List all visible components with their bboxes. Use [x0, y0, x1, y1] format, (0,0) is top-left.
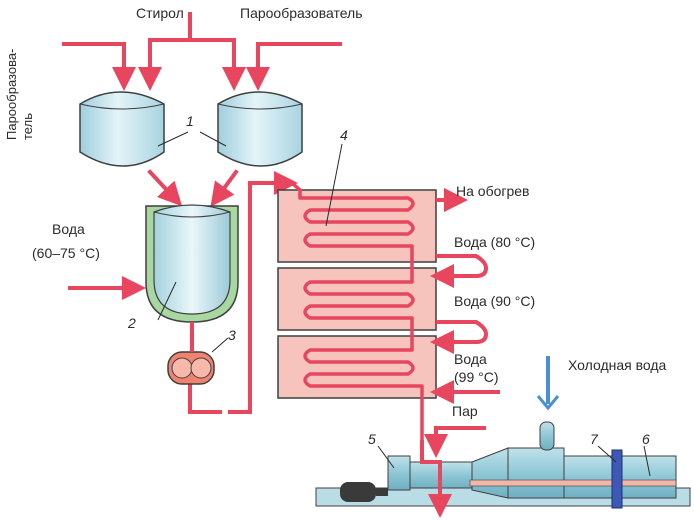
blowing-agent-side-line1: Парообразова- [4, 48, 19, 140]
leader-5-6-7 [377, 445, 651, 477]
reactor [145, 204, 239, 323]
number-1: 1 [186, 113, 194, 129]
number-6: 6 [642, 431, 650, 447]
number-5: 5 [368, 431, 376, 447]
water-in-label: Вода [52, 221, 85, 237]
water-90-label: Вода (90 °C) [454, 293, 536, 309]
storage-tank-right [217, 91, 303, 167]
number-2: 2 [128, 315, 136, 331]
blowing-agent-side-line2: тель [20, 113, 35, 140]
leader-4 [325, 143, 343, 227]
to-heating-label: На обогрев [456, 183, 530, 199]
number-3: 3 [228, 327, 236, 343]
blowing-agent-side-label: Парообразова- тель [4, 49, 36, 140]
styrene-label: Стирол [136, 5, 184, 21]
steam-line [424, 426, 486, 458]
to-extruder-pipe [420, 440, 452, 518]
number-4: 4 [340, 127, 348, 143]
blowing-agent-label: Парообразователь [240, 5, 363, 21]
water-loops [430, 188, 500, 404]
cold-water-label: Холодная вода [568, 357, 667, 373]
number-7: 7 [590, 431, 598, 447]
water-99-temp-label: (99 °C) [454, 369, 499, 385]
leader-1 [157, 131, 227, 147]
water-80-label: Вода (80 °C) [454, 234, 536, 250]
cold-water-arrow [536, 356, 560, 411]
feed-pipes [62, 12, 342, 414]
leader-2 [157, 281, 177, 321]
water-in-temp-label: (60–75 °C) [32, 245, 100, 261]
leader-3 [211, 337, 229, 353]
pump [167, 351, 215, 385]
water-99-label: Вода [454, 351, 487, 367]
steam-label: Пар [452, 403, 478, 419]
storage-tank-left [79, 91, 165, 167]
serpentine-coil [290, 181, 424, 440]
